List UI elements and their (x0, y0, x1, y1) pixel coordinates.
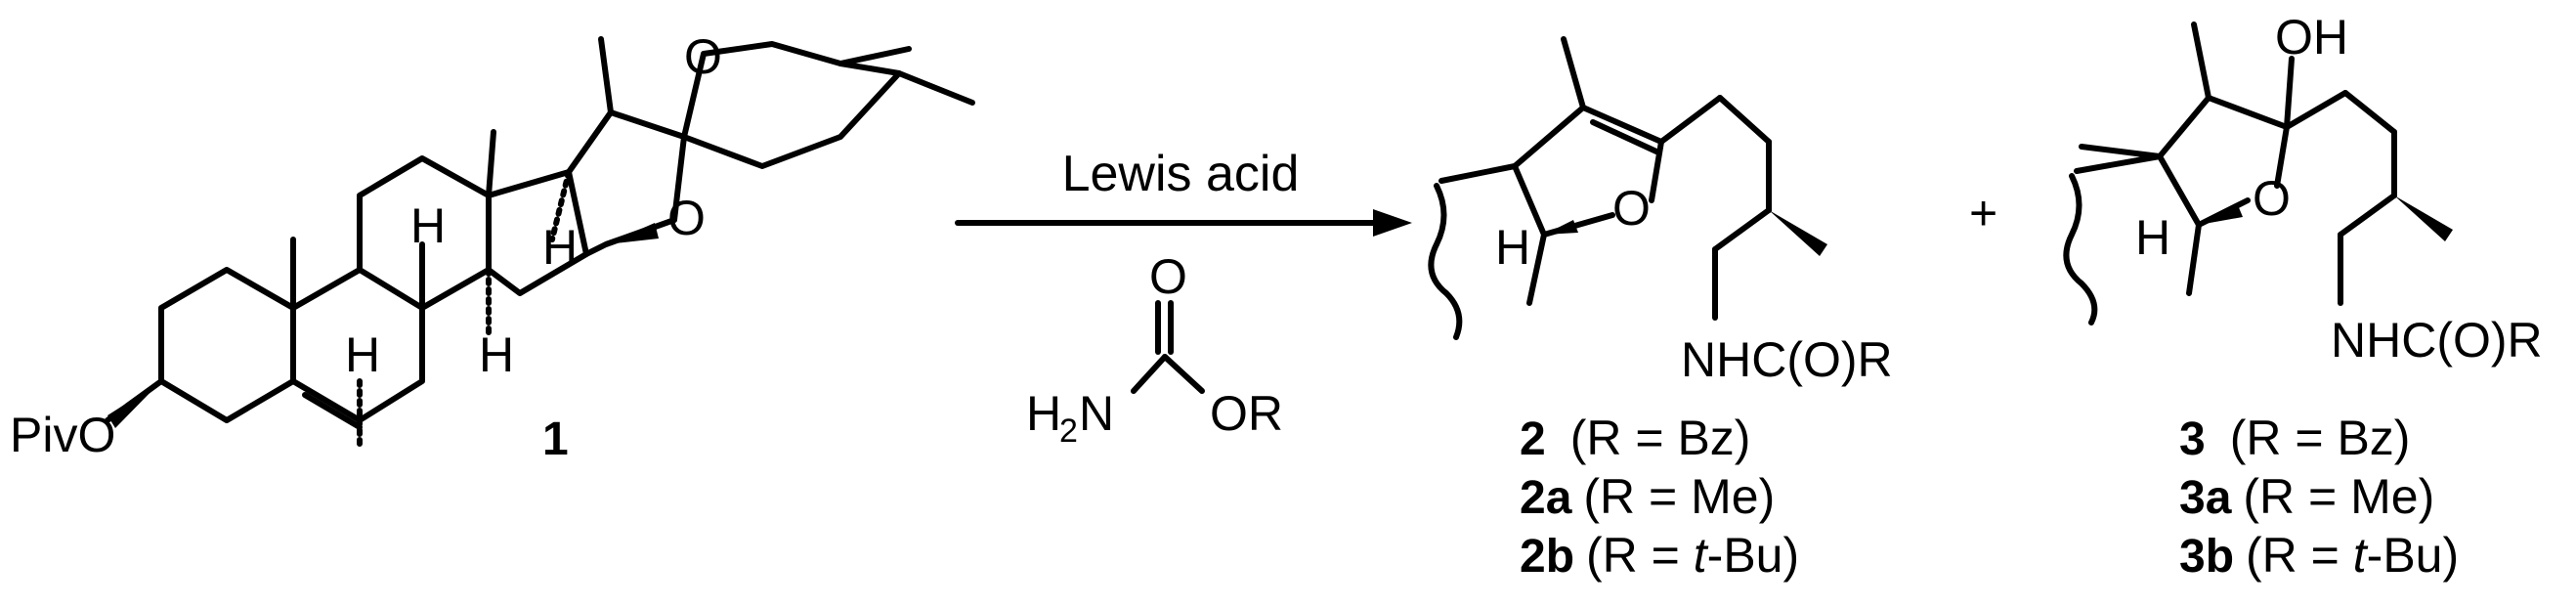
carbamate-or: OR (1210, 386, 1283, 441)
molecule-1-furan-oxygen: O (667, 191, 706, 245)
carbamate-subscript: 2 (1059, 412, 1078, 450)
product-3-ring-oxygen: O (2253, 171, 2291, 226)
product-3a-variant: 3a(R = Me) (2179, 469, 2434, 524)
molecule-1-pyran-oxygen: O (684, 29, 722, 84)
molecule-1-h-label: H (345, 327, 380, 382)
product-3-structure (2063, 22, 2453, 325)
product-2-ring-oxygen: O (1612, 181, 1651, 236)
reaction-arrow (955, 209, 1412, 237)
product-3-variant-list: 3(R = Bz) 3a(R = Me) 3b(R = t-Bu) (2179, 411, 2459, 583)
product-3-h-label: H (2135, 210, 2170, 265)
plus-sign: + (1969, 186, 1997, 240)
product-2b-variant: 2b(R = t-Bu) (1520, 528, 1799, 583)
product-3-hydroxyl: OH (2275, 10, 2348, 65)
product-3-variant: 3(R = Bz) (2179, 411, 2410, 465)
molecule-1-h-label: H (410, 198, 446, 253)
reagent-lewis-acid: Lewis acid (1062, 146, 1300, 202)
product-2-structure (1428, 36, 1827, 340)
carbamate-h: H (1026, 386, 1061, 441)
molecule-1-h-label: H (542, 220, 578, 275)
carbamate-reagent: O H 2 N OR (1026, 249, 1283, 450)
product-2-amide-chain: NHC(O)R (1681, 332, 1893, 387)
molecule-1-piv-ester: PivO (10, 408, 115, 462)
molecule-1-structure (105, 36, 975, 453)
product-2a-variant: 2a(R = Me) (1520, 469, 1775, 524)
carbamate-oxygen: O (1149, 249, 1187, 304)
product-2-variant-list: 2(R = Bz) 2a(R = Me) 2b(R = t-Bu) (1520, 411, 1799, 583)
product-2-h-label: H (1495, 220, 1530, 275)
product-2-variant: 2(R = Bz) (1520, 411, 1750, 465)
product-3-amide-chain: NHC(O)R (2331, 313, 2543, 368)
product-3b-variant: 3b(R = t-Bu) (2179, 528, 2459, 583)
molecule-1-label: 1 (542, 413, 569, 465)
carbamate-nitrogen: N (1079, 386, 1114, 441)
molecule-1-h-label: H (479, 327, 514, 382)
